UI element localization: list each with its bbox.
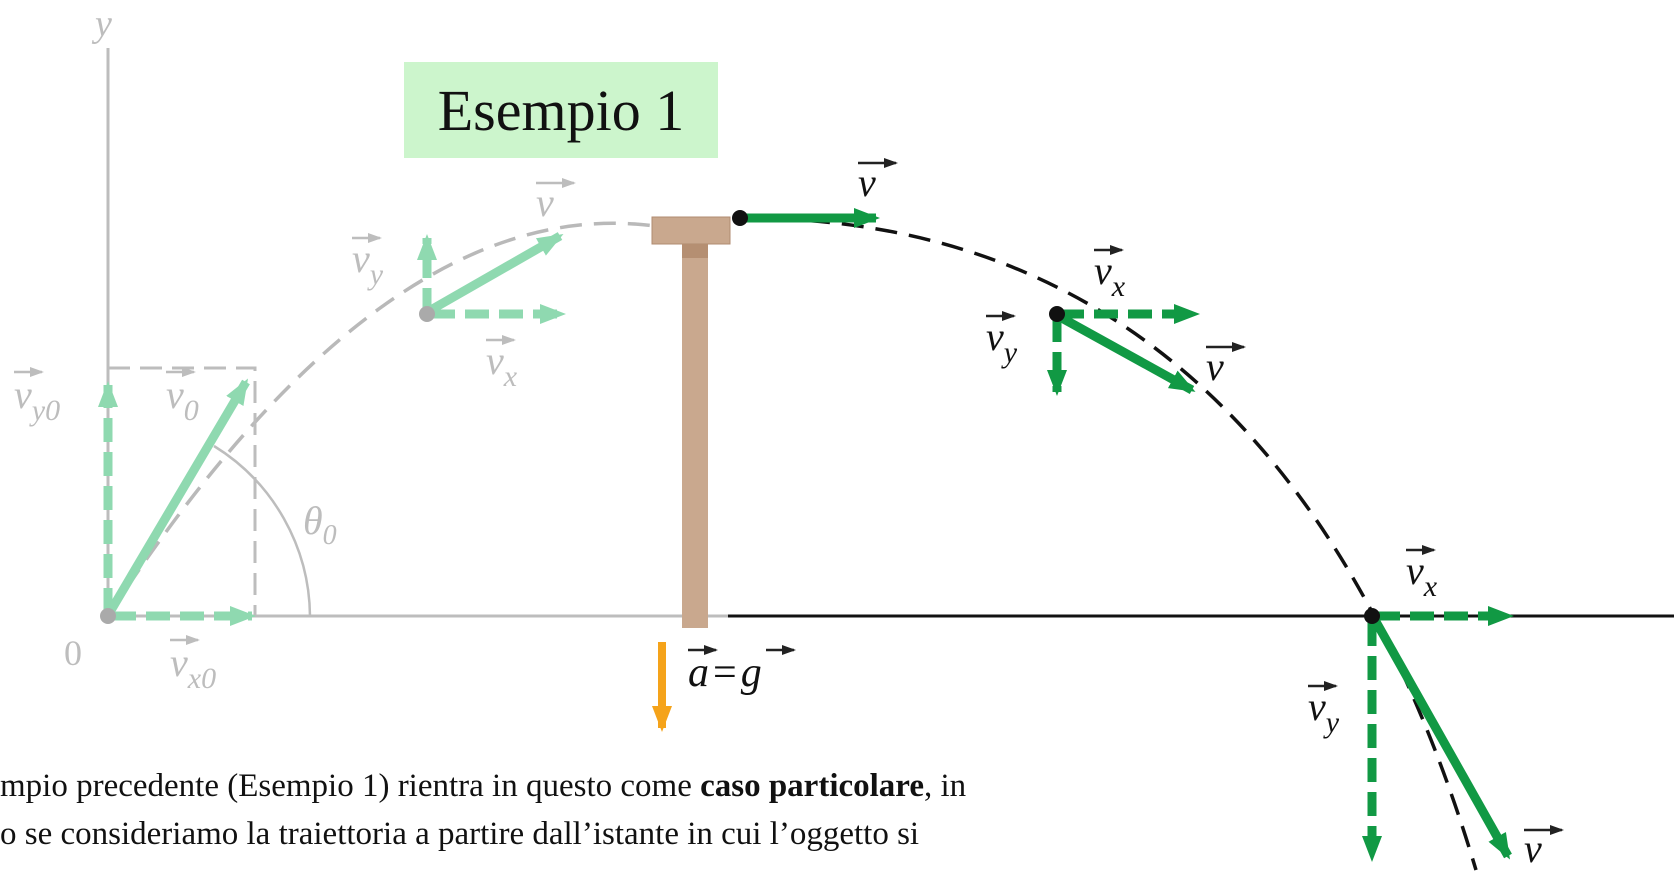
vy0-symbol: v — [14, 372, 32, 417]
paragraph-line-2: o se consideriamo la traiettoria a parti… — [0, 816, 920, 852]
vx-faded-symbol: v — [486, 338, 504, 383]
svg-text:v0: v0 — [166, 372, 199, 427]
vy-faded-label: vy — [352, 233, 384, 291]
v-second-symbol: v — [1206, 344, 1224, 389]
v0-subscript: 0 — [184, 394, 199, 427]
vx-second-symbol: v — [1094, 248, 1112, 293]
vy-second-symbol: v — [986, 314, 1004, 359]
post-top — [651, 216, 731, 245]
v-second-label: v — [1206, 342, 1246, 389]
a-symbol: a — [688, 650, 709, 696]
vx-second-label: vx — [1094, 245, 1126, 303]
vx-second-subscript: x — [1111, 270, 1126, 303]
theta-label: θ0 — [303, 498, 337, 551]
vx0-label: vx0 — [170, 635, 216, 695]
vx-landing-symbol: v — [1406, 548, 1424, 593]
line1-start: mpio precedente (Esempio 1) rientra in q… — [0, 768, 701, 804]
svg-text:a=g: a=g — [688, 650, 762, 696]
post-column-shade — [682, 244, 708, 258]
vx0-subscript: x0 — [187, 662, 216, 695]
vy-landing-subscript: y — [1323, 706, 1340, 739]
vy-landing-label: vy — [1308, 681, 1340, 739]
body-paragraph: mpio precedente (Esempio 1) rientra in q… — [0, 762, 1290, 858]
second-point — [1049, 306, 1065, 322]
vy-faded-subscript: y — [367, 258, 384, 291]
launch-point — [100, 608, 116, 624]
v0-symbol: v — [166, 372, 184, 417]
v-second-arrow — [1057, 313, 1196, 394]
component-guide-lines — [108, 366, 257, 616]
gravity-label: a=g — [688, 645, 796, 696]
vx-landing-label: vx — [1406, 545, 1438, 603]
equals-sign: = — [713, 650, 737, 696]
vy0-subscript: y0 — [29, 394, 60, 427]
v-landing-label: v — [1524, 825, 1564, 871]
v-landing-arrow — [1371, 617, 1512, 860]
vy0-label: vy0 — [14, 367, 60, 427]
svg-text:vy: vy — [352, 236, 384, 291]
start-point — [732, 210, 748, 226]
g-symbol: g — [741, 650, 762, 696]
svg-text:vx: vx — [1406, 548, 1438, 603]
landing-point — [1364, 608, 1380, 624]
trajectory-faded — [106, 221, 669, 617]
y-axis-label: y — [91, 3, 112, 45]
vx-landing-subscript: x — [1423, 570, 1438, 603]
example-title-banner: Esempio 1 — [404, 62, 718, 158]
paragraph-line-1: mpio precedente (Esempio 1) rientra in q… — [0, 762, 1290, 810]
v-top-label: v — [858, 158, 898, 205]
svg-text:vx: vx — [1094, 248, 1126, 303]
v-landing-symbol: v — [1524, 826, 1542, 871]
mid-point-faded — [419, 306, 435, 322]
theta-symbol: θ — [303, 498, 323, 543]
vy-faded-symbol: v — [352, 236, 370, 281]
v-top-symbol: v — [858, 160, 876, 205]
origin-label: 0 — [64, 633, 82, 673]
vy-second-subscript: y — [1001, 336, 1018, 369]
svg-text:vy: vy — [986, 314, 1018, 369]
svg-text:vy: vy — [1308, 684, 1340, 739]
v0-label: v0 — [166, 367, 199, 427]
v-faded-symbol: v — [536, 180, 554, 225]
vy-second-label: vy — [986, 311, 1018, 369]
svg-text:vy0: vy0 — [14, 372, 60, 427]
theta-arc — [213, 444, 312, 617]
vx0-symbol: v — [170, 640, 188, 685]
v-faded-label: v — [536, 178, 576, 225]
v-faded-arrow — [426, 232, 564, 315]
vy-landing-symbol: v — [1308, 684, 1326, 729]
vx-faded-subscript: x — [503, 360, 518, 393]
vx-faded-label: vx — [486, 335, 518, 393]
svg-text:vx0: vx0 — [170, 640, 216, 695]
theta-subscript: 0 — [323, 520, 337, 551]
v0-arrow — [106, 378, 250, 615]
post-column — [682, 244, 708, 628]
svg-text:vx: vx — [486, 338, 518, 393]
line1-bold: caso particolare — [700, 768, 925, 804]
line1-end: , in — [924, 768, 967, 804]
